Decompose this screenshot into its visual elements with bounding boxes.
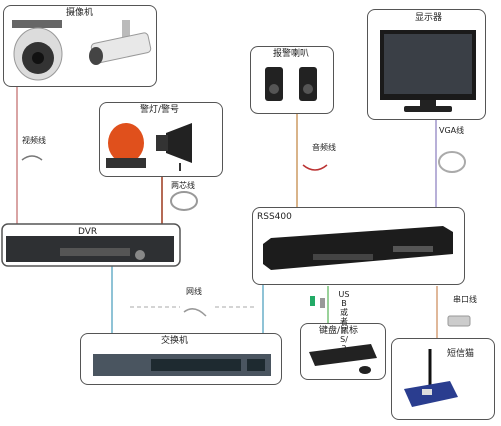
video-cable-label: 视频线 bbox=[22, 136, 46, 145]
alarm-light-node: 警灯/警号 bbox=[99, 102, 223, 177]
keyboard-icon bbox=[309, 344, 377, 374]
switch-label: 交换机 bbox=[161, 336, 189, 346]
usb-ps2-label: USB或者PS/2 bbox=[338, 290, 350, 353]
sms-cat-label: 短信猫 bbox=[447, 349, 475, 359]
camera-icon bbox=[12, 20, 152, 81]
monitor-label: 显示器 bbox=[415, 13, 443, 23]
switch-node: 交换机 bbox=[80, 333, 282, 385]
monitor-icon bbox=[380, 30, 476, 112]
camera-label: 摄像机 bbox=[66, 8, 94, 18]
network-cable-label: 网线 bbox=[186, 287, 202, 296]
rss-node: RSS400 bbox=[252, 207, 465, 285]
speaker-icon bbox=[265, 67, 317, 101]
switch-icon bbox=[93, 354, 271, 376]
modem-icon bbox=[404, 349, 458, 407]
sms-cat-node: 短信猫 bbox=[391, 338, 495, 420]
alarm-light-label: 警灯/警号 bbox=[140, 105, 180, 115]
vga-cable-label: VGA线 bbox=[439, 126, 465, 135]
keyboard-mouse-node: 键盘/鼠标 bbox=[300, 323, 386, 380]
keyboard-mouse-label: 键盘/鼠标 bbox=[319, 326, 359, 336]
two-core-cable-label: 两芯线 bbox=[171, 181, 195, 190]
alarm-speaker-label: 报警喇叭 bbox=[273, 49, 310, 59]
serial-cable-label: 串口线 bbox=[453, 295, 477, 304]
camera-node: 摄像机 bbox=[3, 5, 157, 87]
audio-cable-label: 音频线 bbox=[312, 143, 336, 152]
monitor-node: 显示器 bbox=[367, 9, 486, 120]
alarm-speaker-node: 报警喇叭 bbox=[250, 46, 334, 114]
rss-label: RSS400 bbox=[257, 212, 292, 222]
server-icon bbox=[263, 226, 453, 270]
dvr-label: DVR bbox=[78, 227, 98, 237]
alarm-light-icon bbox=[106, 123, 192, 171]
